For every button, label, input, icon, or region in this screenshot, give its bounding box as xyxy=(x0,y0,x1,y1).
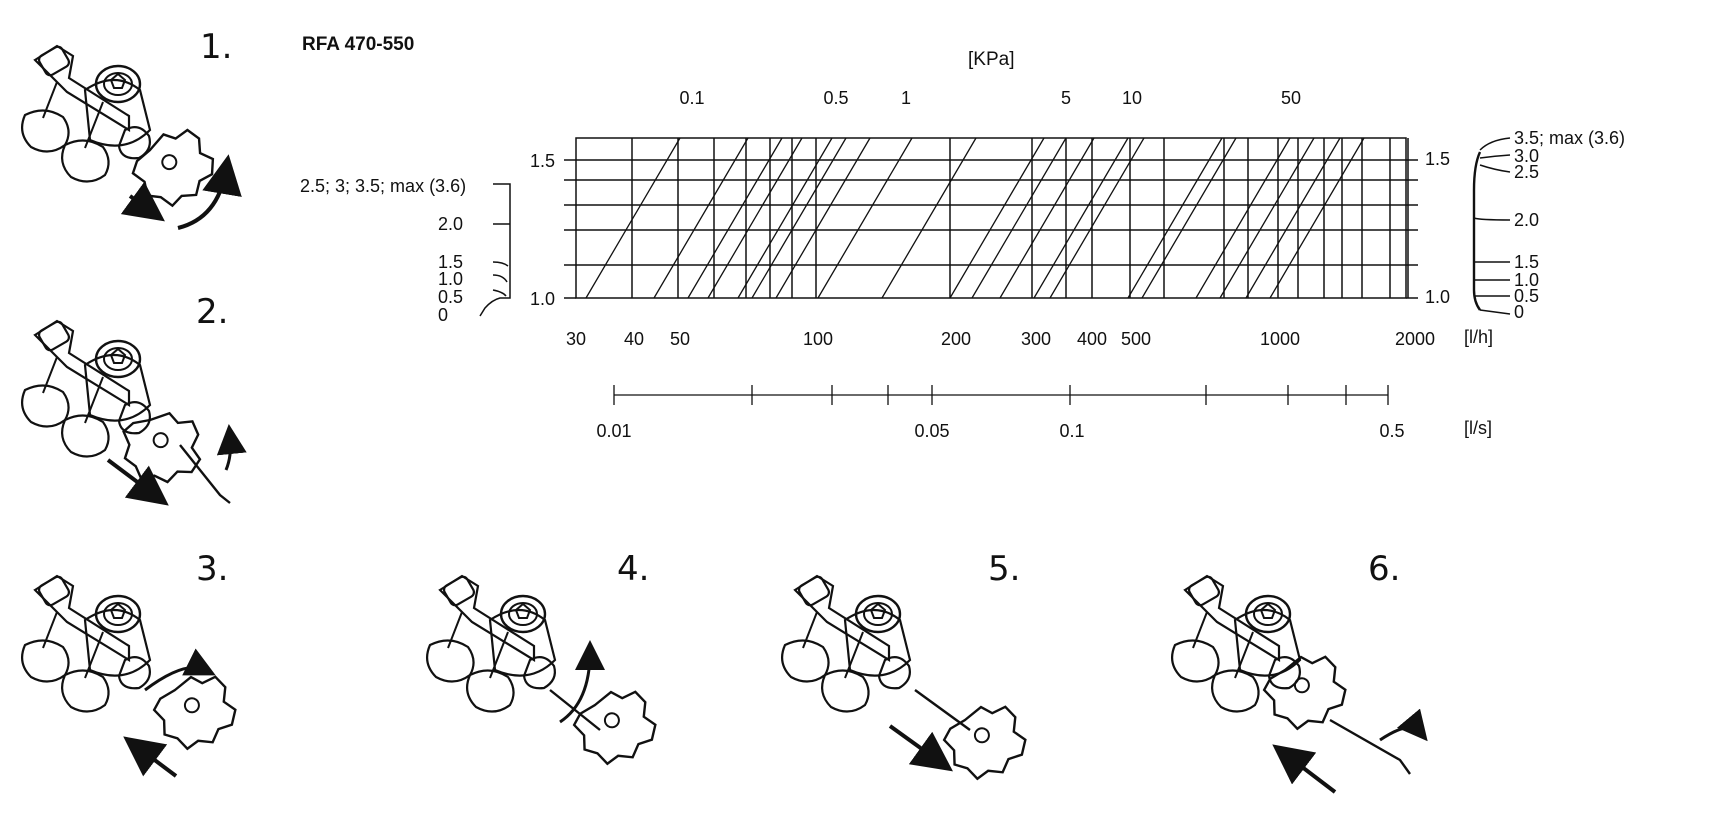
pressure-unit: [KPa] xyxy=(968,49,1014,70)
step-2-illustration xyxy=(20,318,247,506)
right-scale-label-1-5: 1.5 xyxy=(1514,252,1539,272)
flow-ls-tick-label: 0.01 xyxy=(596,421,631,441)
flow-lh-tick-label: 200 xyxy=(941,329,971,349)
pressure-diagonal xyxy=(707,137,803,299)
pressure-tick-label: 1 xyxy=(901,88,911,108)
pressure-diagonal xyxy=(1219,137,1315,299)
flow-ls-tick-label: 0.1 xyxy=(1059,421,1084,441)
step-3-illustration xyxy=(20,573,242,778)
left-setting-scale: 2.5; 3; 3.5; max (3.6) 2.0 1.5 1.0 0.5 0 xyxy=(300,176,511,325)
flow-lh-tick-label: 300 xyxy=(1021,329,1051,349)
step-5-illustration xyxy=(780,573,1032,785)
step-2-number: 2. xyxy=(196,292,228,332)
right-setting-scale: 3.5; max (3.6) 3.0 2.5 2.0 1.5 1.0 0.5 0 xyxy=(1472,128,1625,322)
pressure-diagonal xyxy=(585,137,681,299)
pressure-tick-label: 10 xyxy=(1122,88,1142,108)
right-scale-label-0: 0 xyxy=(1514,302,1524,322)
flow-lh-tick-label: 500 xyxy=(1121,329,1151,349)
pressure-diagonal xyxy=(751,137,847,299)
flow-lh-tick-label: 400 xyxy=(1077,329,1107,349)
step-5-number: 5. xyxy=(988,549,1020,589)
step-6-number: 6. xyxy=(1368,549,1400,589)
pressure-diagonal xyxy=(1245,137,1341,299)
flow-lh-tick-label: 100 xyxy=(803,329,833,349)
pressure-diagonal xyxy=(999,137,1095,299)
left-scale-top-label: 2.5; 3; 3.5; max (3.6) xyxy=(300,176,466,196)
pressure-diagonal xyxy=(971,137,1067,299)
flow-ls-tick-label: 0.05 xyxy=(914,421,949,441)
right-scale-label-3-0: 3.0 xyxy=(1514,146,1539,166)
pressure-diagonal xyxy=(1049,137,1145,299)
left-scale-label-0: 0 xyxy=(438,305,448,325)
step-6-illustration xyxy=(1170,573,1428,794)
grid-frame xyxy=(575,137,1407,299)
left-scale-label-1-5: 1.5 xyxy=(438,252,463,272)
diagram-title: RFA 470-550 xyxy=(302,34,414,55)
pressure-diagonal xyxy=(1127,137,1223,299)
right-scale-label-0-5: 0.5 xyxy=(1514,286,1539,306)
left-scale-label-0-5: 0.5 xyxy=(438,287,463,307)
pressure-diagonal xyxy=(1269,137,1365,299)
pressure-diagonal xyxy=(687,137,783,299)
right-scale-label-1-0: 1.0 xyxy=(1514,270,1539,290)
pressure-tick-label: 5 xyxy=(1061,88,1071,108)
pressure-diagonal xyxy=(737,137,833,299)
flow-lh-tick-label: 50 xyxy=(670,329,690,349)
pressure-tick-label: 0.5 xyxy=(823,88,848,108)
pressure-diagonal xyxy=(775,137,871,299)
flow-grid xyxy=(564,137,1418,299)
left-scale-label-2-0: 2.0 xyxy=(438,214,463,234)
step-4-number: 4. xyxy=(617,549,649,589)
flow-lh-tick-label: 1000 xyxy=(1260,329,1300,349)
step-4-illustration xyxy=(425,573,662,770)
flow-lh-tick-label: 40 xyxy=(624,329,644,349)
pressure-tick-label: 50 xyxy=(1281,88,1301,108)
step-1-number: 1. xyxy=(200,27,232,67)
pressure-tick-label: 0.1 xyxy=(679,88,704,108)
step-1-illustration xyxy=(20,43,242,230)
pressure-diagonal xyxy=(1033,137,1129,299)
pressure-diagonal xyxy=(949,137,1045,299)
left-scale-label-1-0: 1.0 xyxy=(438,269,463,289)
pressure-diagonal xyxy=(881,137,977,299)
flow-lh-tick-label: 30 xyxy=(566,329,586,349)
pressure-diagonal xyxy=(817,137,913,299)
grid-y-label-left-top: 1.5 xyxy=(530,151,555,171)
pressure-diagonal xyxy=(1195,137,1291,299)
pressure-tick-labels: 0.1 0.5 1 5 10 50 xyxy=(679,88,1301,108)
flow-ls-tick-label: 0.5 xyxy=(1379,421,1404,441)
pressure-diagonal xyxy=(1141,137,1237,299)
step-3-number: 3. xyxy=(196,549,228,589)
grid-y-label-right-bottom: 1.0 xyxy=(1425,287,1450,307)
right-scale-label-2-5: 2.5 xyxy=(1514,162,1539,182)
flow-ls-axis: 0.01 0.05 0.1 0.5 xyxy=(596,385,1405,441)
grid-y-label-right-top: 1.5 xyxy=(1425,149,1450,169)
flow-unit-lh: [l/h] xyxy=(1464,327,1493,347)
flow-lh-tick-labels: 30 40 50 100 200 300 400 500 1000 2000 xyxy=(566,329,1435,349)
pressure-diagonal xyxy=(653,137,749,299)
right-scale-label-max: 3.5; max (3.6) xyxy=(1514,128,1625,148)
right-scale-label-2-0: 2.0 xyxy=(1514,210,1539,230)
flow-unit-ls: [l/s] xyxy=(1464,418,1492,438)
flow-lh-tick-label: 2000 xyxy=(1395,329,1435,349)
grid-y-label-left-bottom: 1.0 xyxy=(530,289,555,309)
